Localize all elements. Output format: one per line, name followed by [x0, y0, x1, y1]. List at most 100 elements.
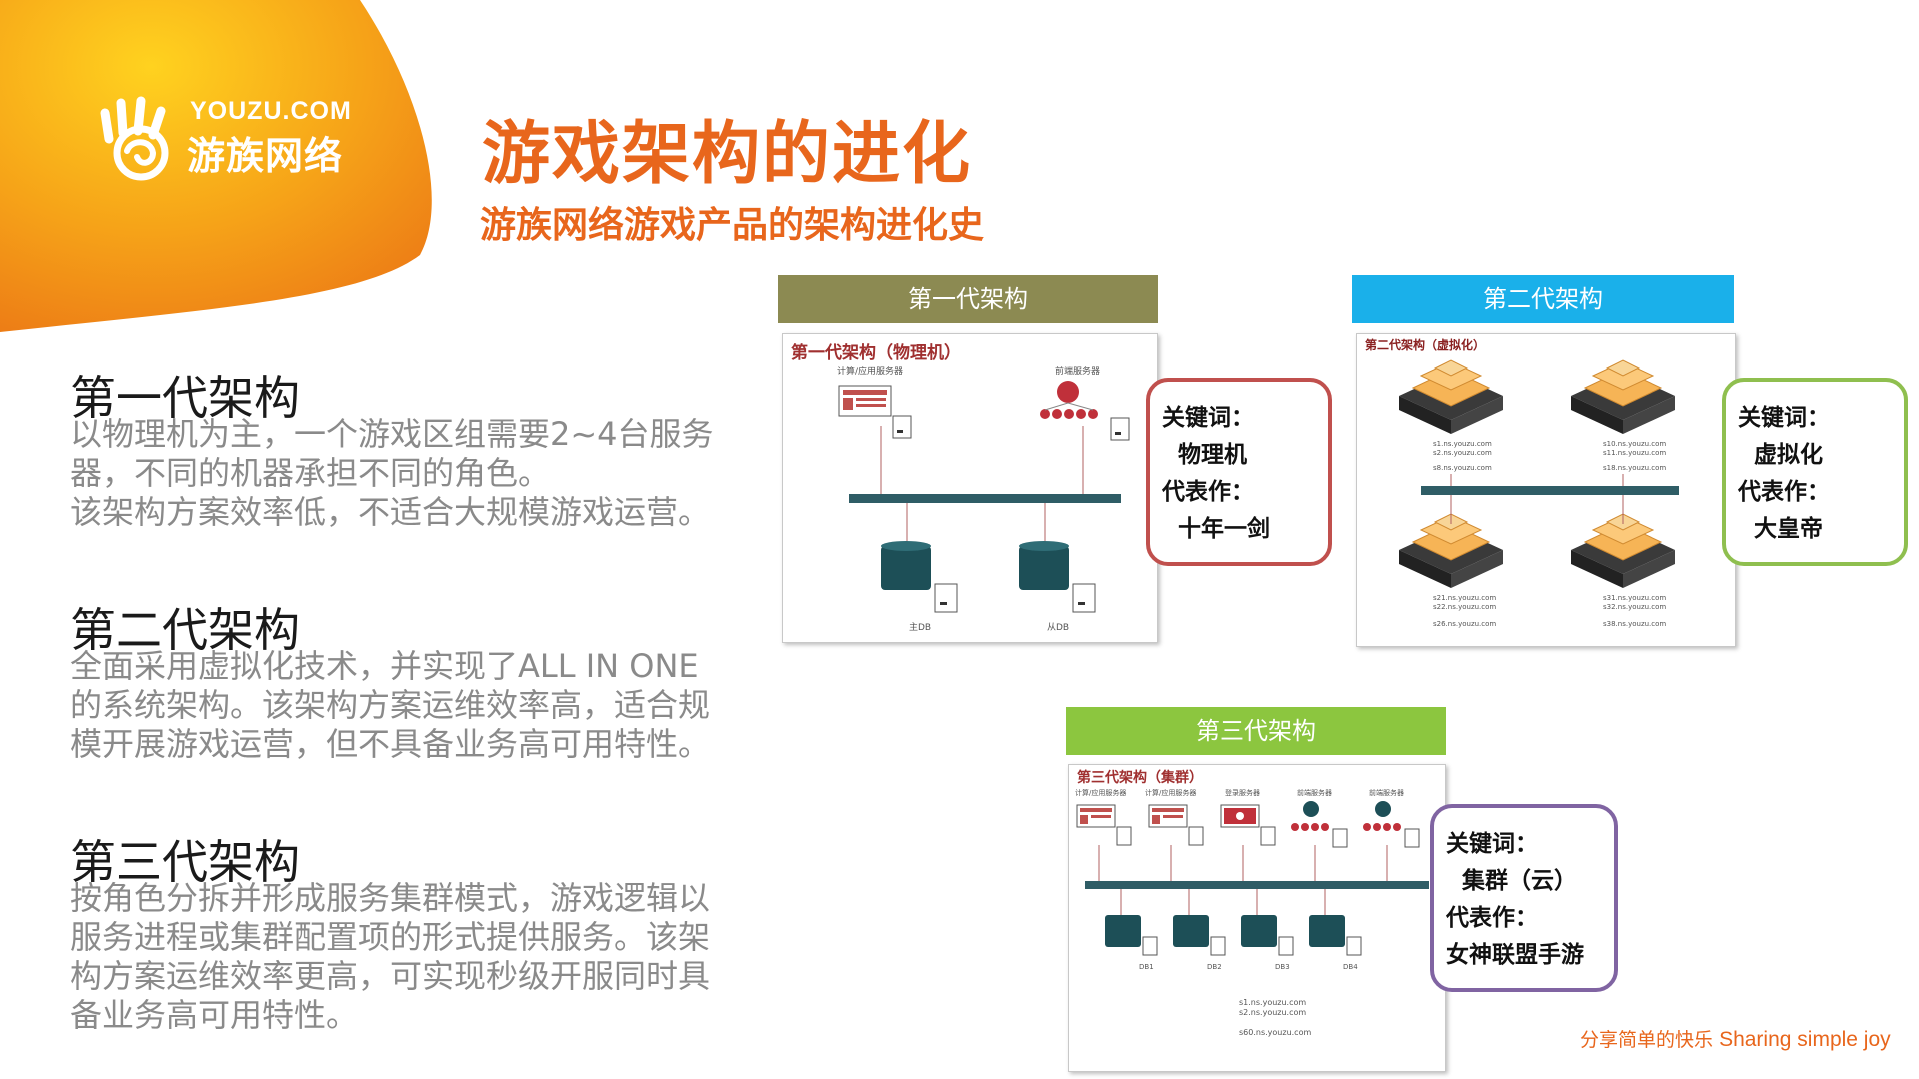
db-icon	[1173, 915, 1226, 956]
login-server-icon	[1220, 804, 1276, 846]
text-line: 按角色分拆并形成服务集群模式，游戏逻辑以	[70, 879, 711, 917]
network-bus	[1421, 486, 1679, 495]
logo-text-cn: 游族网络	[187, 134, 344, 178]
db-label: DB3	[1275, 963, 1290, 971]
network-bus	[849, 494, 1121, 503]
text-line: 以物理机为主，一个游戏区组需要2~4台服务	[70, 415, 714, 453]
compute-server-icon	[838, 385, 912, 439]
text-line: 构方案运维效率更高，可实现秒级开服同时具	[70, 957, 711, 995]
orange-corner-blob	[0, 0, 432, 332]
host-label: s21.ns.youzu.com	[1433, 594, 1496, 602]
representative-label: 代表作：	[1446, 905, 1538, 931]
server-label: 计算/应用服务器	[1075, 788, 1126, 797]
frontend-cluster-icon	[1363, 801, 1420, 848]
network-bus	[1085, 881, 1429, 889]
section-text-gen1: 以物理机为主，一个游戏区组需要2~4台服务 器，不同的机器承担不同的角色。 该架…	[70, 415, 750, 532]
frontend-cluster-icon	[1291, 801, 1348, 848]
label-compute: 计算/应用服务器	[837, 365, 903, 377]
representative-label: 代表作：	[1162, 479, 1254, 505]
host-label: s2.ns.youzu.com	[1433, 449, 1492, 457]
gen1-diagram-drawing: 计算/应用服务器 前端服务器	[837, 365, 1130, 633]
host-label: s60.ns.youzu.com	[1239, 1028, 1311, 1037]
host-label: s2.ns.youzu.com	[1239, 1008, 1306, 1017]
representative-label: 代表作：	[1738, 479, 1830, 505]
footer-slogan: 分享简单的快乐 Sharing simple joy	[1580, 1025, 1891, 1052]
db-label: DB2	[1207, 963, 1222, 971]
host-label: s18.ns.youzu.com	[1603, 464, 1666, 472]
representative-value: 女神联盟手游	[1446, 942, 1584, 968]
server-label: 计算/应用服务器	[1145, 788, 1196, 797]
gen3-diagram-drawing: 计算/应用服务器 计算/应用服务器 登录服务器 前端服务器 前端服务器	[1075, 788, 1429, 1037]
host-label: s1.ns.youzu.com	[1239, 998, 1306, 1007]
representative-value: 十年一剑	[1178, 516, 1270, 542]
server-label: 前端服务器	[1297, 788, 1332, 797]
compute-server-icon	[1148, 804, 1204, 846]
section-heading-gen2: 第二代架构	[70, 603, 300, 657]
keyword-label: 关键词：	[1446, 831, 1538, 857]
host-label: s22.ns.youzu.com	[1433, 603, 1496, 611]
text-line: 模开展游戏运营，但不具备业务高可用特性。	[70, 725, 711, 763]
gen1-diagram: 第一代架构（物理机） 计算/应用服务器 前端服务器	[782, 333, 1158, 643]
db-icon	[1241, 915, 1294, 956]
virtual-host-3	[1398, 513, 1504, 589]
gen1-diagram-title: 第一代架构（物理机）	[791, 343, 961, 363]
keyword-value: 物理机	[1178, 442, 1247, 468]
company-logo: YOUZU.COM 游族网络	[95, 95, 375, 185]
virtual-host-1	[1398, 359, 1504, 435]
gen3-keyword-box: 关键词： 集群（云） 代表作： 女神联盟手游	[1430, 804, 1618, 992]
host-label: s32.ns.youzu.com	[1603, 603, 1666, 611]
master-db-icon	[881, 541, 958, 613]
representative-value: 大皇帝	[1754, 516, 1823, 542]
virtual-host-4	[1570, 513, 1676, 589]
label-frontend: 前端服务器	[1055, 365, 1100, 377]
slogan-en: Sharing simple joy	[1719, 1028, 1891, 1051]
keyword-label: 关键词：	[1162, 405, 1254, 431]
text-line: 全面采用虚拟化技术，并实现了ALL IN ONE	[70, 647, 699, 685]
logo-text-en: YOUZU.COM	[190, 97, 352, 125]
slogan-cn: 分享简单的快乐	[1580, 1029, 1714, 1051]
host-label: s1.ns.youzu.com	[1433, 440, 1492, 448]
text-line: 该架构方案效率低，不适合大规模游戏运营。	[70, 493, 711, 531]
gen3-diagram-title: 第三代架构（集群）	[1077, 770, 1203, 786]
label-master-db: 主DB	[909, 621, 931, 633]
gen1-keyword-box: 关键词： 物理机 代表作： 十年一剑	[1146, 378, 1332, 566]
db-label: DB1	[1139, 963, 1154, 971]
text-line: 备业务高可用特性。	[70, 996, 359, 1034]
virtual-host-2	[1570, 359, 1676, 435]
gen2-diagram-drawing: s1.ns.youzu.com s2.ns.youzu.com s8.ns.yo…	[1398, 359, 1679, 628]
text-line: 的系统架构。该架构方案运维效率高，适合规	[70, 686, 711, 724]
section-text-gen3: 按角色分拆并形成服务集群模式，游戏逻辑以 服务进程或集群配置项的形式提供服务。该…	[70, 879, 750, 1035]
db-icon	[1105, 915, 1158, 956]
keyword-label: 关键词：	[1738, 405, 1830, 431]
section-text-gen2: 全面采用虚拟化技术，并实现了ALL IN ONE 的系统架构。该架构方案运维效率…	[70, 647, 750, 764]
gen2-diagram: 第二代架构（虚拟化） s1.ns.youzu.com s2.ns.youzu.c…	[1356, 333, 1736, 647]
host-label: s26.ns.youzu.com	[1433, 620, 1496, 628]
server-label: 登录服务器	[1225, 788, 1260, 797]
gen2-header: 第二代架构	[1352, 275, 1734, 323]
gen3-diagram: 第三代架构（集群） 计算/应用服务器 计算/应用服务器 登录服务器 前端服务器 …	[1068, 764, 1446, 1072]
host-label: s11.ns.youzu.com	[1603, 449, 1666, 457]
host-label: s31.ns.youzu.com	[1603, 594, 1666, 602]
db-label: DB4	[1343, 963, 1358, 971]
keyword-value: 虚拟化	[1754, 442, 1823, 468]
host-label: s8.ns.youzu.com	[1433, 464, 1492, 472]
slave-db-icon	[1019, 541, 1096, 613]
section-heading-gen1: 第一代架构	[70, 371, 300, 425]
hand-swirl-logo-icon	[100, 96, 169, 181]
gen2-diagram-title: 第二代架构（虚拟化）	[1365, 338, 1486, 352]
keyword-value: 集群（云）	[1462, 868, 1577, 894]
gen1-header: 第一代架构	[778, 275, 1158, 323]
frontend-cluster-icon	[1040, 381, 1130, 441]
gen3-header: 第三代架构	[1066, 707, 1446, 755]
text-line: 器，不同的机器承担不同的角色。	[70, 454, 551, 492]
label-slave-db: 从DB	[1047, 622, 1069, 633]
host-label: s38.ns.youzu.com	[1603, 620, 1666, 628]
server-label: 前端服务器	[1369, 788, 1404, 797]
compute-server-icon	[1076, 804, 1132, 846]
db-icon	[1309, 915, 1362, 956]
section-heading-gen3: 第三代架构	[70, 835, 300, 889]
gen2-keyword-box: 关键词： 虚拟化 代表作： 大皇帝	[1722, 378, 1908, 566]
page-subtitle: 游族网络游戏产品的架构进化史	[480, 205, 985, 246]
page-title: 游戏架构的进化	[482, 115, 973, 194]
host-label: s10.ns.youzu.com	[1603, 440, 1666, 448]
